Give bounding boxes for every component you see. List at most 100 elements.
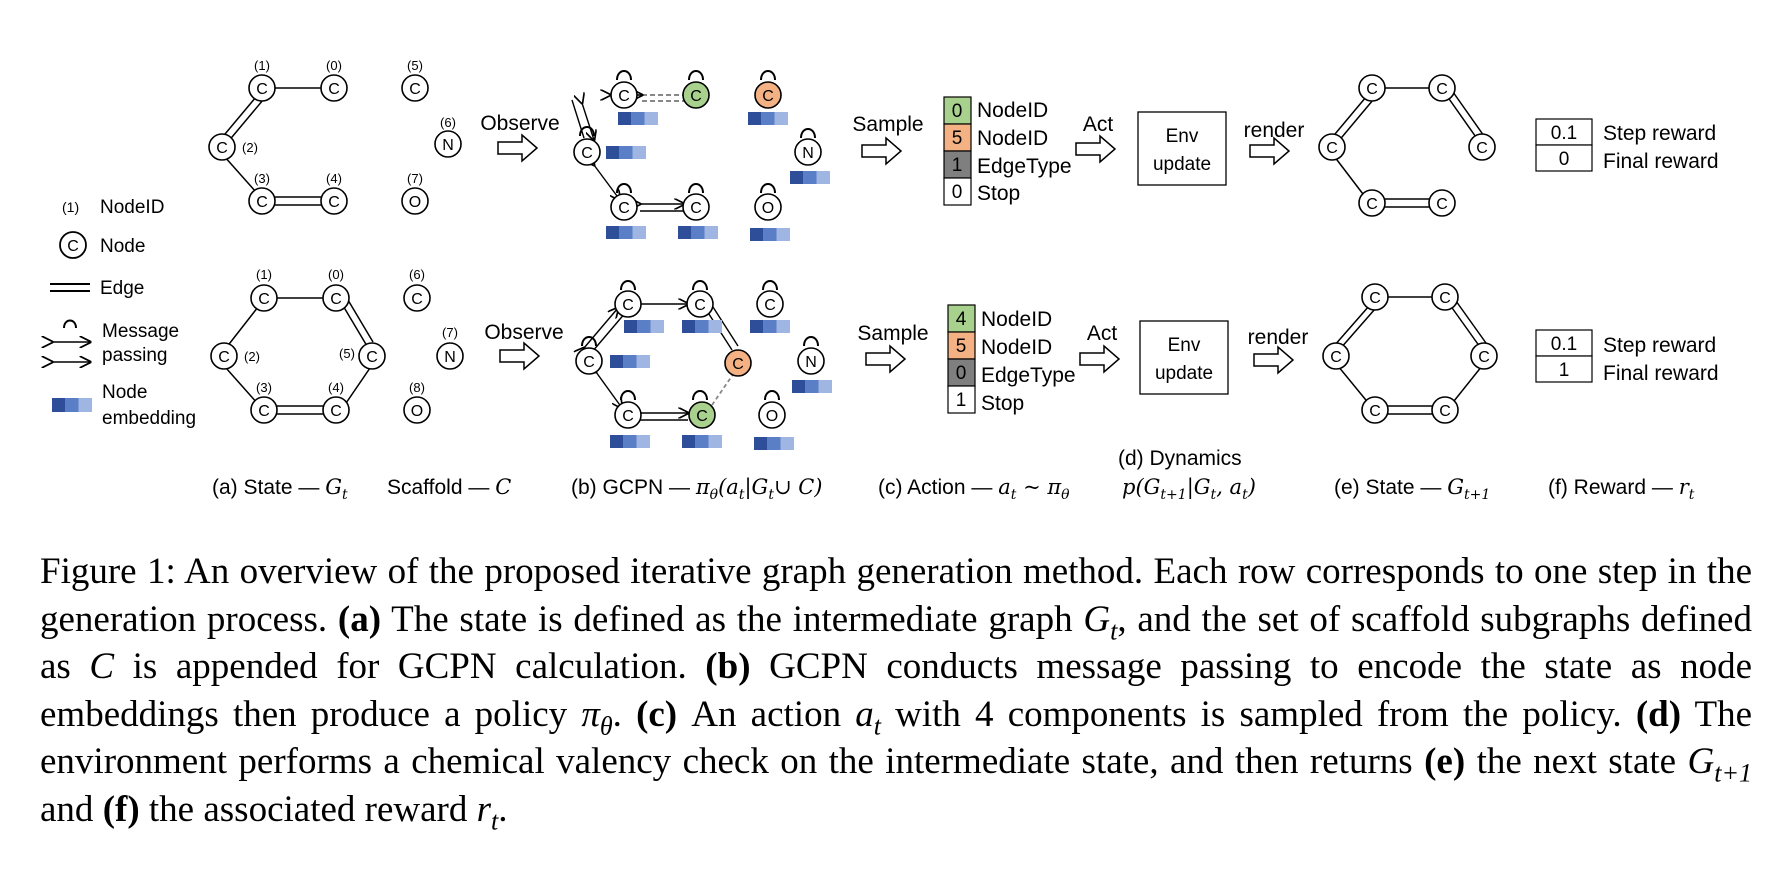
graph-node: [1358, 74, 1386, 102]
legend-nodeid-label: NodeID: [100, 197, 164, 218]
legend: (1) NodeID C Node Edge Message passing N…: [50, 197, 196, 429]
action-cell: [943, 123, 972, 152]
reward-label: Step reward: [1603, 122, 1716, 145]
caption-math-sub: t: [1110, 615, 1118, 645]
graph-node: [436, 342, 464, 370]
caption-text: , and the set of scaffold subgraphs defi…: [40, 598, 1752, 688]
atom-label: C: [583, 354, 595, 371]
action-label: EdgeType: [981, 364, 1076, 387]
atom-label: C: [764, 297, 776, 314]
selected-node-orange: [754, 81, 782, 109]
caption-tag-e: (e): [1424, 741, 1466, 782]
reward-value: 0: [1559, 149, 1570, 170]
legend-embed-label-1: Node: [102, 382, 147, 403]
action-value: 5: [952, 128, 963, 149]
atom-label: O: [409, 194, 421, 211]
env-label-2: update: [1153, 154, 1211, 175]
selected-node-green: [682, 81, 710, 109]
atom-label: C: [411, 291, 423, 308]
node-id: (3): [254, 171, 270, 186]
graph-node: [322, 284, 350, 312]
atom-label: O: [411, 403, 423, 420]
node-id: (8): [409, 380, 425, 395]
observe-label: Observe: [480, 112, 559, 135]
graph-node: [1470, 342, 1498, 370]
atom-label: C: [330, 403, 342, 420]
figure-diagram: (1) NodeID C Node Edge Message passing N…: [0, 58, 1719, 503]
sample-label: Sample: [857, 322, 928, 345]
node-embedding: [790, 171, 830, 184]
graph-node: [614, 290, 642, 318]
act-arrow-icon: [1075, 134, 1117, 164]
atom-label: C: [1478, 349, 1490, 366]
act-label: Act: [1083, 113, 1114, 136]
atom-label: C: [328, 194, 340, 211]
legend-embedding-icon: [52, 398, 92, 412]
node-embedding: [678, 226, 718, 239]
graph-node: [248, 74, 276, 102]
graph-node: [1431, 396, 1459, 424]
atom-label: C: [256, 194, 268, 211]
action-value: 0: [956, 363, 967, 384]
env-update-box: [1139, 320, 1229, 395]
observe-label: Observe: [484, 321, 563, 344]
atom-label: C: [366, 349, 378, 366]
env-label-1: Env: [1166, 126, 1199, 147]
node-embedding: [754, 437, 794, 450]
atom-label: C: [622, 408, 634, 425]
action-vector-row2: 4 NodeID 5 NodeID 0 EdgeType 1 Stop: [947, 304, 1076, 415]
node-id: (1): [256, 267, 272, 282]
caption-tag-c: (c): [636, 693, 678, 735]
caption-intro: Figure 1: An overview of the proposed it…: [40, 551, 1752, 640]
env-label-2: update: [1155, 363, 1213, 384]
action-value: 0: [952, 182, 963, 203]
node-id: (6): [440, 115, 456, 130]
atom-label: C: [218, 349, 230, 366]
legend-node-label: Node: [100, 236, 145, 257]
observe-arrow-icon: [497, 133, 539, 163]
node-embedding: [750, 320, 790, 333]
action-vector-row1: 0 NodeID 5 NodeID 1 EdgeType 0 Stop: [943, 96, 1072, 206]
graph-node: [1361, 283, 1389, 311]
action-label: EdgeType: [977, 155, 1072, 178]
action-value: 0: [952, 101, 963, 122]
render-label: render: [1248, 326, 1309, 349]
caption-text: with 4 components is sampled from the po…: [895, 693, 1622, 735]
node-embedding: [610, 435, 650, 448]
caption-text: GCPN conducts message passing to encode …: [40, 646, 1753, 735]
atom-label: C: [216, 140, 228, 157]
caption-text: and: [40, 788, 94, 830]
node-id: (0): [326, 58, 342, 73]
env-label-1: Env: [1168, 335, 1201, 356]
node-id: (4): [326, 171, 342, 186]
atom-label: C: [622, 297, 634, 314]
atom-label: C: [618, 88, 630, 105]
sample-label: Sample: [852, 113, 923, 136]
atom-label: C: [1330, 349, 1342, 366]
graph-node: [320, 74, 348, 102]
node-embedding: [606, 146, 646, 159]
node-id: (7): [407, 171, 423, 186]
action-label: NodeID: [977, 99, 1048, 122]
caption-text: The environment performs a chemical vale…: [40, 693, 1753, 783]
atom-label: C: [690, 88, 702, 105]
action-value: 1: [956, 390, 967, 411]
caption-tag-b: (b): [705, 646, 751, 687]
node-embedding: [624, 320, 664, 333]
node-embedding: [750, 228, 790, 241]
atom-label: C: [1366, 81, 1378, 98]
graph-node: [754, 193, 782, 221]
graph-node: [575, 347, 603, 375]
render-arrow-icon: [1253, 345, 1295, 375]
reward-value: 1: [1559, 360, 1570, 381]
node-embedding: [682, 435, 722, 448]
env-update-box: [1137, 111, 1227, 186]
node-id: (4): [328, 380, 344, 395]
action-value: 1: [952, 155, 963, 176]
action-label: Stop: [981, 392, 1024, 415]
graph-node: [610, 193, 638, 221]
graph-node: [1468, 133, 1496, 161]
caption-text: The state is defined as the intermediate…: [391, 598, 1073, 640]
caption-text: An action: [691, 693, 842, 735]
node-id: (5): [407, 58, 423, 73]
